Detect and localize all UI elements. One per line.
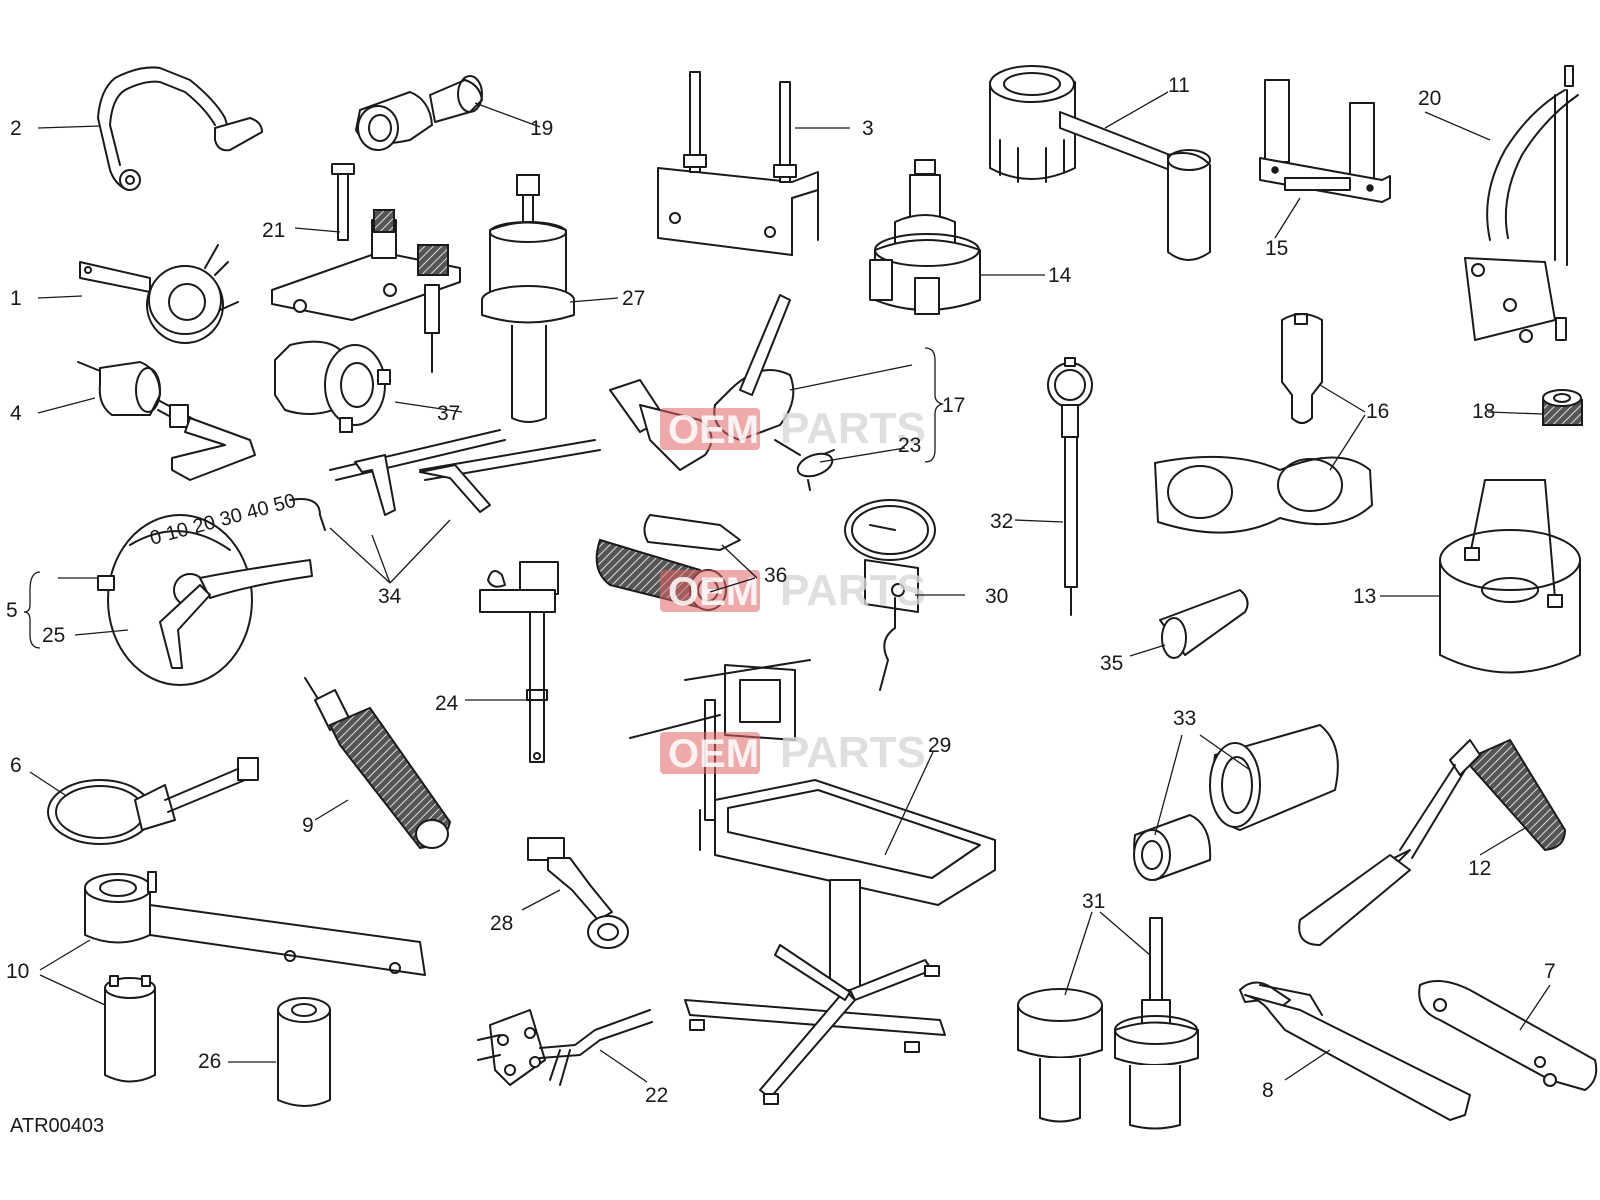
callout-23: 23 — [898, 434, 921, 457]
callout-14: 14 — [1048, 264, 1072, 287]
tool-18-knurled-nut — [1542, 389, 1583, 426]
callout-26: 26 — [198, 1050, 221, 1073]
watermark-brand-text: PARTS — [780, 404, 926, 453]
tool-9-handle — [304, 677, 452, 850]
tool-3-stud-plate — [657, 71, 819, 256]
callout-3: 3 — [862, 117, 874, 140]
tool-29-work-stand — [629, 659, 996, 1105]
watermark-logo-text: OEM — [668, 732, 759, 776]
callout-17: 17 — [942, 394, 965, 417]
tool-2-hook-wrench — [97, 66, 263, 191]
callout-2: 2 — [10, 117, 22, 140]
callout-24: 24 — [435, 692, 459, 715]
tool-8-spanner — [1239, 981, 1471, 1121]
tool-37-castellated-socket — [274, 340, 391, 433]
callout-12: 12 — [1468, 857, 1491, 880]
callout-labels: 2 1 4 5 25 6 9 10 26 28 22 24 37 19 21 2… — [6, 74, 1556, 1107]
tool-22-flange-tool — [477, 1009, 653, 1086]
watermark-logo-text: OEM — [668, 570, 759, 614]
leader-lines — [23, 91, 1551, 1083]
callout-1: 1 — [10, 287, 22, 310]
tool-24-gauge — [479, 561, 559, 763]
tool-14-adapter — [869, 159, 981, 315]
tool-31-press-tools — [1017, 917, 1199, 1130]
callout-8: 8 — [1262, 1079, 1274, 1102]
callout-25: 25 — [42, 624, 65, 647]
callout-34: 34 — [378, 585, 402, 608]
callout-19: 19 — [530, 117, 553, 140]
callout-16: 16 — [1366, 400, 1389, 423]
watermark-3: OEM PARTS — [660, 728, 926, 777]
callout-36: 36 — [764, 564, 787, 587]
tool-21-fixture — [271, 163, 461, 373]
tool-13-cylinder-tool — [1439, 479, 1581, 674]
tool-32-bore-gauge — [1047, 357, 1093, 616]
tool-16-socket — [1281, 313, 1323, 424]
tool-28-offset-wrench — [527, 837, 629, 949]
callout-37: 37 — [437, 402, 460, 425]
callout-7: 7 — [1544, 960, 1556, 983]
callout-32: 32 — [990, 510, 1013, 533]
callout-13: 13 — [1353, 585, 1376, 608]
callout-10: 10 — [6, 960, 29, 983]
tool-11-cup-wrench — [989, 65, 1211, 261]
watermark-brand-text: PARTS — [780, 728, 926, 777]
callout-35: 35 — [1100, 652, 1123, 675]
callout-22: 22 — [645, 1084, 668, 1107]
watermark-1: OEM PARTS — [660, 404, 926, 453]
callout-11: 11 — [1168, 74, 1190, 97]
callout-30: 30 — [985, 585, 1008, 608]
callout-6: 6 — [10, 754, 22, 777]
callout-21: 21 — [262, 219, 285, 242]
reference-code: ATR00403 — [10, 1115, 104, 1137]
tool-19-socket — [355, 75, 483, 151]
watermark-brand-text: PARTS — [780, 566, 926, 615]
tool-27-press-tool — [481, 174, 575, 423]
tool-17-crank-assembly — [609, 294, 835, 491]
tool-7-pin-spanner — [1418, 980, 1598, 1091]
tool-26-sleeve — [277, 997, 331, 1107]
callout-15: 15 — [1265, 237, 1288, 260]
callout-18: 18 — [1472, 400, 1495, 423]
watermark-2: OEM PARTS — [660, 566, 926, 615]
tool-16-double-holder — [1154, 455, 1373, 534]
tool-1-ring-tool — [79, 244, 239, 344]
tool-12-ratchet-handle — [1298, 738, 1567, 946]
callout-31: 31 — [1082, 890, 1105, 913]
callout-20: 20 — [1418, 87, 1441, 110]
tool-20-bracket — [1464, 65, 1579, 343]
tool-33-sockets — [1133, 724, 1339, 881]
callout-5: 5 — [6, 599, 18, 622]
tool-34-fork-tools — [289, 429, 601, 531]
watermark: OEM PARTS OEM PARTS OEM PARTS — [660, 404, 926, 777]
tool-5-degree-wheel: 0 10 20 30 40 50 — [97, 490, 313, 686]
callout-28: 28 — [490, 912, 513, 935]
tool-4-t-handle-puller — [77, 361, 256, 481]
callout-29: 29 — [928, 734, 951, 757]
tool-30-dial-gauge — [844, 499, 936, 691]
tool-35-cone — [1159, 589, 1249, 659]
watermark-logo-text: OEM — [668, 408, 759, 452]
tool-10-castle-socket — [104, 975, 156, 1083]
tool-6-strap-wrench — [47, 757, 259, 845]
callout-9: 9 — [302, 814, 314, 837]
callout-4: 4 — [10, 402, 22, 425]
tool-10-wrench — [84, 871, 426, 976]
tool-15-locking-plates — [1259, 79, 1391, 203]
callout-33: 33 — [1173, 707, 1196, 730]
callout-27: 27 — [622, 287, 645, 310]
